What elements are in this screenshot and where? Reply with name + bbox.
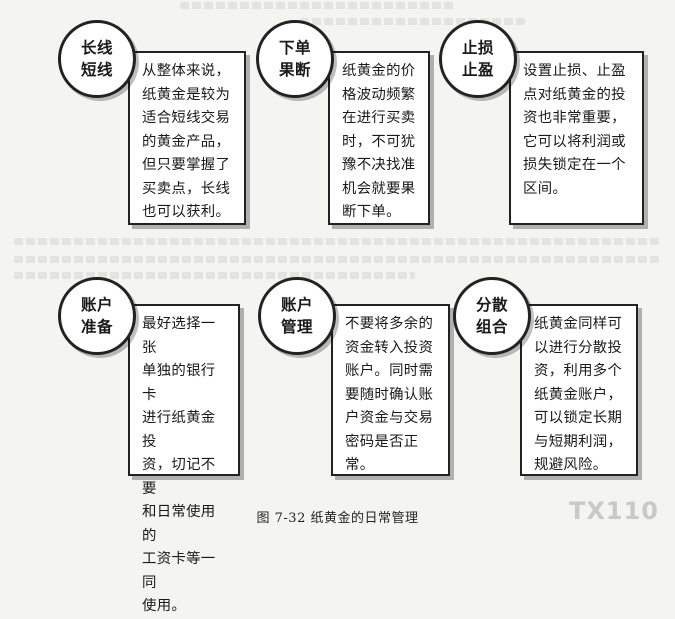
figure-caption: 图 7-32 纸黄金的日常管理	[256, 511, 419, 526]
card-5-text: 不要将多余的 资金转入投资 账户。同时需 要随时确认账 户资金与交易 密码是否正…	[331, 304, 450, 476]
card-6-text: 纸黄金同样可 以进行分散投 资，利用多个 纸黄金账户， 可以锁定长期 与短期利润…	[520, 304, 638, 476]
background-text-line	[14, 238, 661, 245]
card-4-label: 账户 准备	[58, 277, 136, 355]
background-text-line	[300, 18, 525, 25]
card-3-label: 止损 止盈	[439, 20, 517, 98]
card-2-label: 下单 果断	[256, 20, 334, 98]
card-5-label: 账户 管理	[258, 277, 336, 355]
background-text-line	[14, 272, 415, 279]
background-text-line	[14, 256, 661, 263]
card-6-label: 分散 组合	[453, 277, 531, 355]
background-text-line	[180, 2, 455, 9]
card-1-text: 从整体来说， 纸黄金是较为 适合短线交易 的黄金产品， 但只要掌握了 买卖点，长…	[128, 51, 246, 225]
card-3-text: 设置止损、止盈 点对纸黄金的投 资也非常重要， 它可以将利润或 损失锁定在一个 …	[509, 51, 644, 225]
diagram: 从整体来说， 纸黄金是较为 适合短线交易 的黄金产品， 但只要掌握了 买卖点，长…	[14, 2, 661, 614]
watermark-logo: TX110	[569, 497, 659, 525]
card-1-label: 长线 短线	[58, 20, 136, 98]
card-4-text: 最好选择一张 单独的银行卡 进行纸黄金投 资，切记不要 和日常使用的 工资卡等一…	[128, 304, 240, 614]
card-2-text: 纸黄金的价 格波动频繁 在进行买卖 时，不可犹 豫不决找准 机会就要果 断下单。	[328, 51, 430, 225]
